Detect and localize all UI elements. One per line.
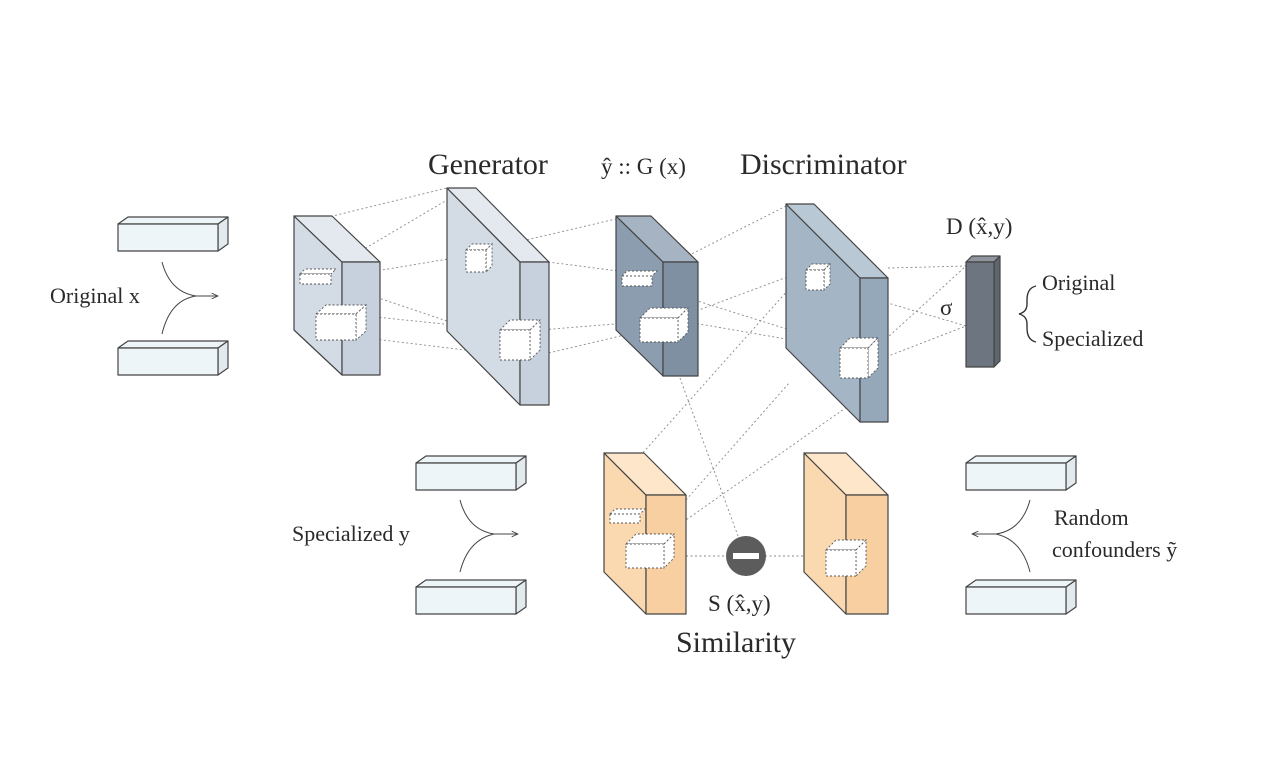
generator-layer-2 <box>446 187 550 406</box>
similarity-title: Similarity <box>676 626 796 659</box>
feature-cube <box>824 538 868 578</box>
generator-title: Generator <box>428 148 548 181</box>
similarity-formula: S (x̂,y) <box>708 591 771 616</box>
curved-merge-arrow-icon <box>161 261 218 335</box>
discriminator-layer <box>785 203 889 423</box>
feature-cube <box>624 532 676 570</box>
class-specialized-label: Specialized <box>1042 326 1143 351</box>
minus-circle-icon <box>726 536 766 576</box>
random-confounders-label-line1: Random <box>1054 505 1129 530</box>
feature-cube <box>804 262 832 292</box>
discriminator-title: Discriminator <box>740 148 907 181</box>
class-original-label: Original <box>1042 270 1115 295</box>
class-brace-icon <box>1018 285 1037 343</box>
feature-cube <box>298 268 338 285</box>
feature-cube <box>620 270 659 287</box>
random-confounders-label-line2: confounders ỹ <box>1052 537 1177 562</box>
similarity-layer-left <box>603 452 687 615</box>
input-specialized-label: Specialized y <box>292 521 410 546</box>
curved-merge-arrow-icon <box>459 499 518 573</box>
feature-cube <box>838 336 880 380</box>
feature-cube <box>608 508 647 524</box>
curved-merge-arrow-icon <box>972 499 1031 573</box>
input-specialized-bars <box>415 455 527 615</box>
discriminator-output-formula: D (x̂,y) <box>946 214 1012 239</box>
input-original-label: Original x <box>50 283 140 308</box>
feature-cube <box>464 242 494 274</box>
feature-cube <box>498 318 542 362</box>
sigma-label: σ <box>940 295 953 320</box>
input-original-bars <box>117 216 229 376</box>
generator-output-layer <box>615 215 699 377</box>
generator-layer-1 <box>293 215 381 376</box>
feature-cube <box>314 303 368 342</box>
generator-output-formula: ŷ :: G (x) <box>601 154 686 179</box>
input-random-bars <box>966 455 1077 615</box>
feature-cube <box>638 306 690 344</box>
similarity-layer-right <box>803 452 889 615</box>
discriminator-output-bar <box>965 255 1001 368</box>
